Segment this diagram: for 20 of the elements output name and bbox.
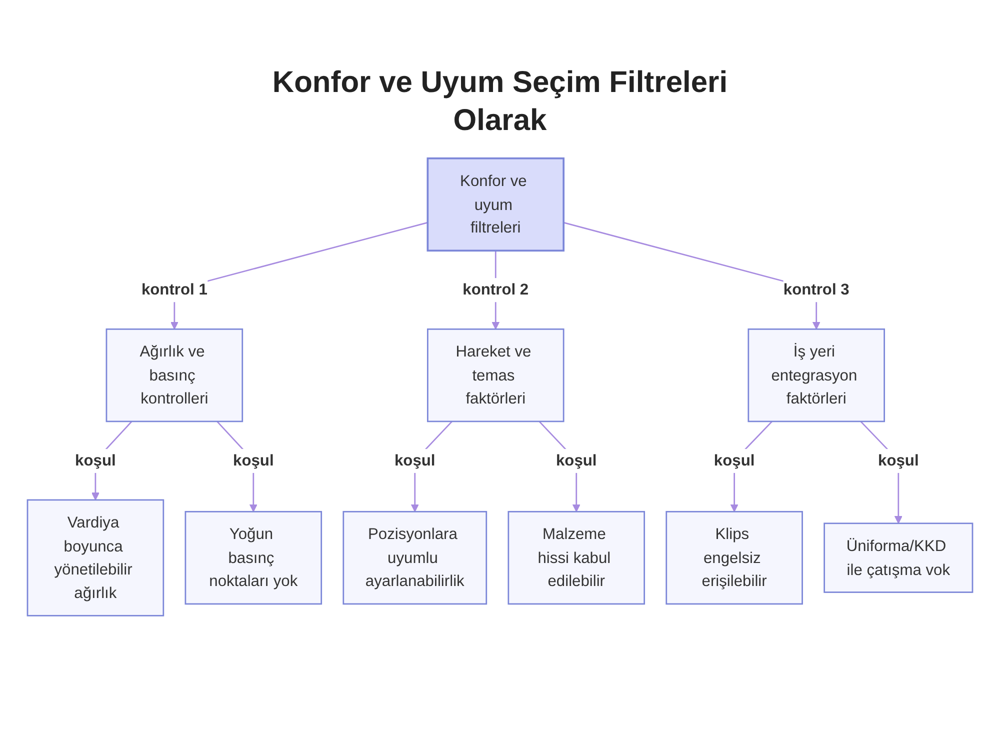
node-box: Pozisyonlara uyumlu ayarlanabilirlik	[342, 510, 488, 605]
node-box: İş yeri entegrasyon faktörleri	[748, 328, 885, 422]
edge-label: kontrol 2	[462, 280, 529, 298]
edge-label: koşul	[233, 452, 274, 470]
node-box: Klips engelsiz erişilebilir	[666, 510, 803, 605]
edge-label: koşul	[714, 452, 755, 470]
node-box: Malzeme hissi kabul edilebilir	[508, 510, 646, 605]
node-box: Ağırlık ve basınç kontrolleri	[106, 328, 244, 422]
diagram-title: Konfor ve Uyum Seçim Filtreleri Olarak	[271, 65, 729, 138]
node-box: Yoğun basınç noktaları yok	[184, 510, 322, 605]
edge-label: koşul	[75, 452, 116, 470]
node-box: Hareket ve temas faktörleri	[427, 328, 564, 422]
edge-label: koşul	[878, 452, 919, 470]
node-box: Üniforma/KKD ile çatışma vok	[824, 522, 974, 593]
edge-label: kontrol 3	[783, 280, 850, 298]
edge-label: koşul	[556, 452, 597, 470]
edge-label: kontrol 1	[141, 280, 208, 298]
node-box: Vardiya boyunca yönetilebilir ağırlık	[26, 499, 164, 616]
node-box: Konfor ve uyum filtreleri	[426, 157, 564, 252]
edge-label: koşul	[394, 452, 436, 470]
